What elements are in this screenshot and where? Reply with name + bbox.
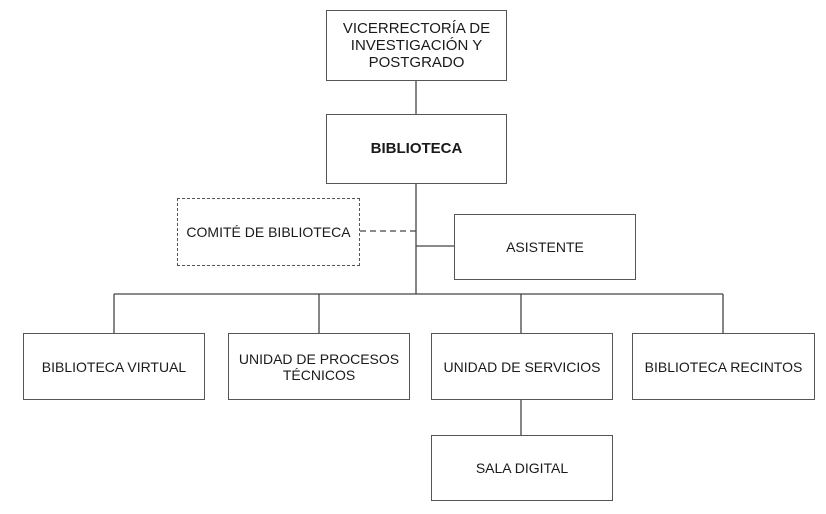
node-biblioteca-label: BIBLIOTECA bbox=[370, 140, 463, 157]
node-unidad-servicios: UNIDAD DE SERVICIOS bbox=[431, 333, 613, 400]
node-biblioteca-virtual: BIBLIOTECA VIRTUAL bbox=[23, 333, 205, 400]
node-biblioteca-recintos: BIBLIOTECA RECINTOS bbox=[632, 333, 815, 400]
node-procesos-tecnicos-label: UNIDAD DE PROCESOS TÉCNICOS bbox=[238, 350, 400, 383]
node-biblioteca-recintos-label: BIBLIOTECA RECINTOS bbox=[644, 358, 803, 375]
node-comite-label: COMITÉ DE BIBLIOTECA bbox=[186, 224, 351, 240]
node-asistente-label: ASISTENTE bbox=[506, 239, 584, 255]
node-unidad-servicios-label: UNIDAD DE SERVICIOS bbox=[443, 358, 601, 375]
node-vicerrectoria: VICERRECTORÍA DE INVESTIGACIÓN Y POSTGRA… bbox=[326, 10, 507, 81]
node-vicerrectoria-label: VICERRECTORÍA DE INVESTIGACIÓN Y POSTGRA… bbox=[342, 20, 491, 71]
node-biblioteca: BIBLIOTECA bbox=[326, 114, 507, 184]
node-comite: COMITÉ DE BIBLIOTECA bbox=[177, 198, 360, 266]
node-sala-digital-label: SALA DIGITAL bbox=[475, 460, 569, 476]
node-sala-digital: SALA DIGITAL bbox=[431, 435, 613, 501]
node-asistente: ASISTENTE bbox=[454, 214, 636, 280]
node-procesos-tecnicos: UNIDAD DE PROCESOS TÉCNICOS bbox=[228, 333, 410, 400]
node-biblioteca-virtual-label: BIBLIOTECA VIRTUAL bbox=[41, 358, 187, 375]
